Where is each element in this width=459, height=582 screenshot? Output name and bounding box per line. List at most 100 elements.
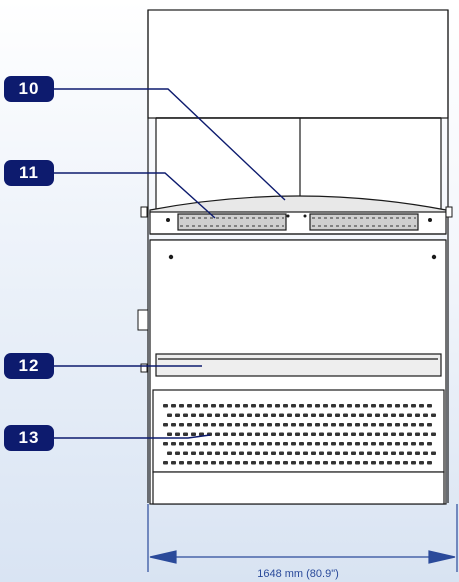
vent-hole xyxy=(355,423,360,427)
vent-hole xyxy=(211,423,216,427)
vent-hole xyxy=(223,451,228,455)
vent-hole xyxy=(299,442,304,446)
vent-hole xyxy=(323,442,328,446)
vent-hole xyxy=(343,432,348,436)
vent-hole xyxy=(259,442,264,446)
vent-hole xyxy=(387,423,392,427)
vent-hole xyxy=(399,432,404,436)
vent-hole xyxy=(427,423,432,427)
vent-hole xyxy=(315,423,320,427)
vent-hole xyxy=(407,413,412,417)
dimension-arrow-right xyxy=(428,550,456,564)
vent-pattern xyxy=(163,404,436,465)
vent-hole xyxy=(431,432,436,436)
vent-hole xyxy=(307,461,312,465)
vent-hole xyxy=(271,413,276,417)
leader-11 xyxy=(52,172,216,219)
vent-hole xyxy=(415,451,420,455)
vent-hole xyxy=(415,413,420,417)
vent-hole xyxy=(267,423,272,427)
vent-hole xyxy=(247,451,252,455)
vent-hole xyxy=(191,451,196,455)
vent-hole xyxy=(411,404,416,408)
vent-hole xyxy=(267,461,272,465)
vent-hole xyxy=(203,442,208,446)
vent-hole xyxy=(335,432,340,436)
filter-rails xyxy=(180,217,416,227)
vent-hole xyxy=(231,413,236,417)
cabinet-top-section xyxy=(147,9,449,119)
vent-hole xyxy=(315,442,320,446)
vent-hole xyxy=(171,404,176,408)
vent-hole xyxy=(411,461,416,465)
vent-hole xyxy=(339,423,344,427)
vent-hole xyxy=(187,461,192,465)
dimension-line xyxy=(147,504,458,572)
vent-hole xyxy=(179,423,184,427)
vent-hole xyxy=(191,432,196,436)
vent-hole xyxy=(163,404,168,408)
vent-hole xyxy=(367,432,372,436)
vent-hole xyxy=(375,413,380,417)
vent-hole xyxy=(259,423,264,427)
vent-hole xyxy=(387,461,392,465)
vent-hole xyxy=(251,423,256,427)
vent-hole xyxy=(347,442,352,446)
vent-hole xyxy=(347,461,352,465)
vent-hole xyxy=(391,451,396,455)
vent-hole xyxy=(371,442,376,446)
vent-hole xyxy=(167,432,172,436)
vent-hole xyxy=(299,423,304,427)
vent-hole xyxy=(423,451,428,455)
vent-hole xyxy=(395,404,400,408)
vent-hole xyxy=(219,461,224,465)
leader-10 xyxy=(52,88,286,201)
vent-hole xyxy=(359,413,364,417)
dimension-arrow-left xyxy=(149,550,177,564)
vent-hole xyxy=(207,451,212,455)
vent-hole xyxy=(395,442,400,446)
vent-hole xyxy=(403,404,408,408)
vent-hole xyxy=(339,442,344,446)
vent-hole xyxy=(207,413,212,417)
vent-hole xyxy=(307,404,312,408)
vent-hole xyxy=(311,432,316,436)
vent-hole xyxy=(163,442,168,446)
vent-hole xyxy=(195,423,200,427)
vent-hole xyxy=(283,442,288,446)
vent-hole xyxy=(275,442,280,446)
vent-hole xyxy=(403,423,408,427)
vent-hole xyxy=(243,442,248,446)
vent-hole xyxy=(335,413,340,417)
vent-hole xyxy=(163,461,168,465)
vent-hole xyxy=(167,451,172,455)
vent-hole xyxy=(291,442,296,446)
vent-hole xyxy=(363,423,368,427)
vent-hole xyxy=(279,413,284,417)
vent-hole xyxy=(415,432,420,436)
vent-hole xyxy=(179,461,184,465)
vent-hole xyxy=(203,404,208,408)
vent-hole xyxy=(351,432,356,436)
vent-hole xyxy=(219,404,224,408)
vent-hole xyxy=(379,404,384,408)
vent-hole xyxy=(295,413,300,417)
vent-hole xyxy=(295,451,300,455)
vent-hole xyxy=(175,413,180,417)
callout-12: 12 xyxy=(4,353,54,379)
vent-hole xyxy=(187,404,192,408)
vent-hole xyxy=(211,461,216,465)
vent-hole xyxy=(359,432,364,436)
vent-hole xyxy=(215,432,220,436)
vent-hole xyxy=(215,451,220,455)
vent-hole xyxy=(407,451,412,455)
vent-hole xyxy=(347,404,352,408)
vent-hole xyxy=(427,442,432,446)
vent-hole xyxy=(171,442,176,446)
vent-hole xyxy=(287,432,292,436)
vent-hole xyxy=(235,404,240,408)
vent-hole xyxy=(183,432,188,436)
callout-11: 11 xyxy=(4,160,54,186)
vent-hole xyxy=(239,432,244,436)
vent-hole xyxy=(291,423,296,427)
